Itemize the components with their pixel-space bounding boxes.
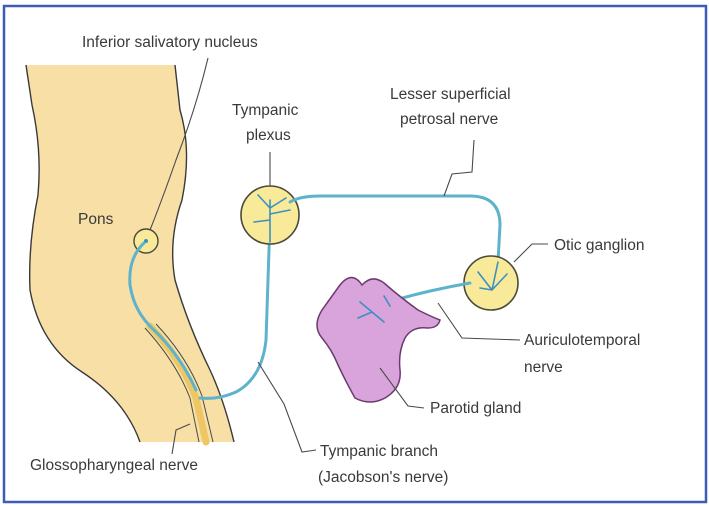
leader-lesser-petrosal bbox=[444, 140, 474, 196]
label-petrosal-nerve: petrosal nerve bbox=[400, 111, 498, 128]
label-tympanic: Tympanic bbox=[232, 102, 299, 119]
leader-otic-ganglion bbox=[514, 244, 548, 262]
parotid-gland-shape bbox=[317, 278, 440, 403]
label-auriculotemporal-nerve: nerve bbox=[524, 359, 563, 376]
label-pons: Pons bbox=[78, 211, 114, 228]
lesser-petrosal-nerve bbox=[290, 196, 500, 262]
label-lesser-superficial: Lesser superficial bbox=[390, 86, 511, 103]
label-inferior-salivatory-nucleus: Inferior salivatory nucleus bbox=[82, 34, 258, 51]
label-plexus: plexus bbox=[246, 127, 291, 144]
leader-auriculotemporal bbox=[438, 303, 520, 340]
otic-ganglion-circle bbox=[464, 256, 518, 310]
label-jacobsons-nerve: (Jacobson's nerve) bbox=[318, 469, 448, 486]
label-glossopharyngeal-nerve: Glossopharyngeal nerve bbox=[30, 457, 198, 474]
label-tympanic-branch: Tympanic branch bbox=[320, 443, 438, 460]
label-otic-ganglion: Otic ganglion bbox=[554, 237, 644, 254]
label-auriculotemporal: Auriculotemporal bbox=[524, 332, 640, 349]
leader-tympanic-branch bbox=[258, 362, 316, 452]
label-parotid-gland: Parotid gland bbox=[430, 400, 521, 417]
pons-shape bbox=[26, 65, 234, 442]
